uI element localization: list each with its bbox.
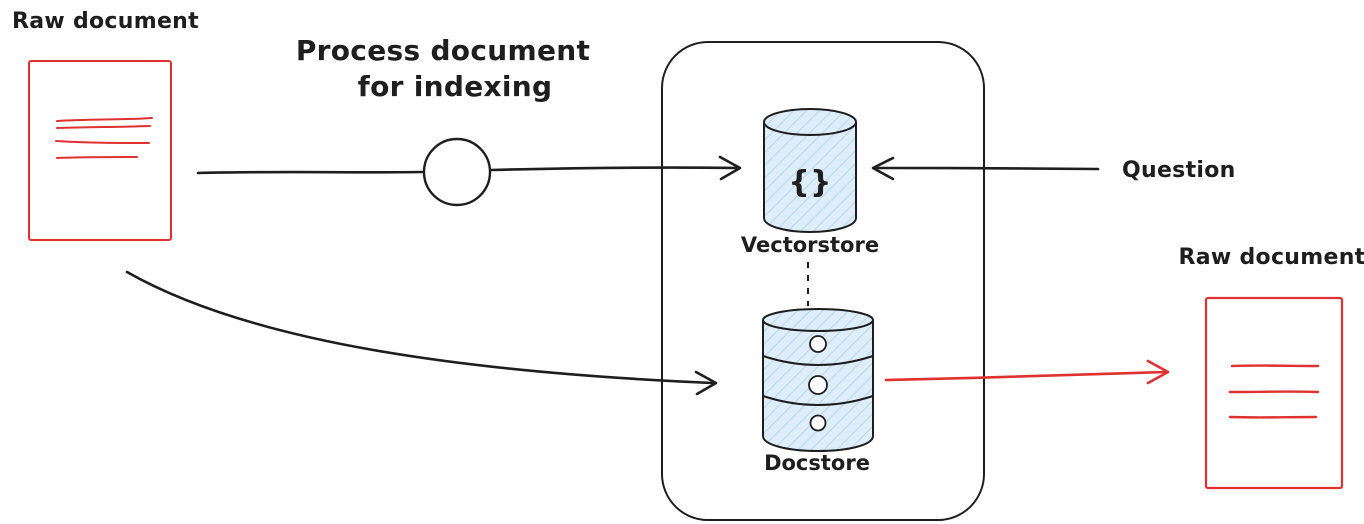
store-container-box [661, 41, 985, 521]
docstore-cylinder [762, 308, 874, 453]
raw-document-left-page [28, 60, 172, 241]
raw-document-right-page [1204, 296, 1344, 490]
arrow-document-to-process [196, 170, 424, 175]
process-label-line2: for indexing [358, 70, 553, 103]
doc-line [56, 117, 153, 122]
arrowhead-right-icon [1146, 359, 1170, 385]
doc-line [56, 125, 151, 129]
arrow-process-to-vectorstore [489, 155, 742, 181]
process-label-line1: Process document [296, 34, 590, 67]
raw-document-left-label: Raw document [12, 9, 199, 34]
raw-document-right-label: Raw document [1179, 245, 1364, 270]
doc-line [55, 140, 150, 144]
raw-document-right-shape [1204, 296, 1344, 490]
arrowhead-right-icon [718, 155, 742, 181]
docstore-dot [809, 335, 827, 353]
process-circle [422, 137, 492, 207]
arrow-document-to-docstore [125, 270, 718, 396]
docstore-dot [809, 414, 827, 432]
doc-line [56, 156, 138, 159]
arrow-question-to-vectorstore [871, 156, 1100, 181]
vectorstore-braces-glyph: {} [788, 165, 831, 200]
vectorstore-cylinder: {} [763, 108, 857, 234]
docstore-divider [762, 395, 874, 406]
raw-document-left-shape [28, 60, 172, 241]
arrow-docstore-to-raw-document [884, 359, 1170, 385]
arrowhead-right-icon [694, 370, 718, 396]
arrowhead-left-icon [871, 156, 895, 181]
vectorstore-label: Vectorstore [741, 233, 879, 257]
docstore-divider [762, 355, 874, 366]
question-label: Question [1122, 158, 1236, 183]
docstore-dot [808, 375, 828, 395]
docstore-label: Docstore [764, 451, 870, 475]
